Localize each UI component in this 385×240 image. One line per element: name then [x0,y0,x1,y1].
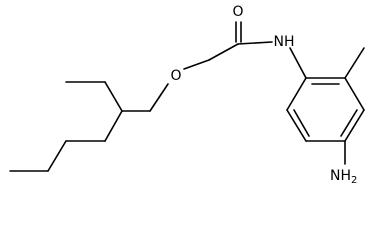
carbonyl-oxygen-label: O [232,4,243,20]
amine-subscript: 2 [351,175,357,186]
bond-ether-oxygen-ch2 [149,83,169,112]
bond-ch-ethyl-1 [104,81,123,112]
bond-butyl-3 [47,140,67,172]
bond-carbonyl-nh [237,41,273,45]
bond-nh-ring [289,47,307,79]
ether-oxygen-label: O [170,68,181,84]
bond-methyl [344,47,365,79]
bond-ring-2 [344,77,365,111]
bond-carbonyl-ch2 [208,43,239,61]
bond-ring-inner-3 [293,109,310,137]
bond-ring-inner-2 [340,109,358,137]
bond-ring-5 [286,109,307,142]
bond-ring-6 [286,77,307,111]
bond-ch-butyl-1 [104,110,123,142]
bond-ch2-ether-oxygen [183,59,210,70]
amine-symbol: NH [330,168,351,184]
chemical-structure: O O NH NH2 [9,4,365,186]
amide-nitrogen-label: NH [274,34,295,50]
bond-ring-3 [344,109,365,142]
amine-label: NH2 [330,168,357,186]
